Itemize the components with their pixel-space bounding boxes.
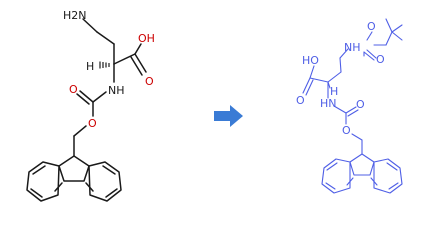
stereo-h-label: H bbox=[86, 60, 94, 73]
acid-carbonyl-o-label: O bbox=[145, 75, 154, 88]
carbamate-o-label: O bbox=[356, 98, 365, 111]
acid-o-label: O bbox=[296, 94, 305, 107]
hydroxyl-label: HO bbox=[302, 54, 319, 67]
carbamate-nh-label: NH bbox=[108, 84, 125, 97]
boc-ester-o-label: O bbox=[376, 53, 385, 66]
hydroxyl-label: OH bbox=[138, 32, 155, 45]
ester-o-label: O bbox=[88, 117, 97, 130]
amine-label: H2N bbox=[63, 9, 87, 22]
right-arrow-icon bbox=[214, 105, 243, 127]
boc-carbonyl-o-label: O bbox=[367, 20, 376, 33]
ester-o-label: O bbox=[342, 124, 351, 137]
stereo-h-label: H bbox=[330, 85, 338, 98]
reactant-structure: H2N OH H NH O O O bbox=[26, 9, 155, 202]
reaction-scheme: H2N OH H NH O O O bbox=[26, 9, 403, 202]
carbamate-hn-label: HN bbox=[320, 97, 337, 110]
product-structure: NH O O HO O H HN O O bbox=[296, 18, 403, 194]
carbamate-carbonyl-o-label: O bbox=[69, 83, 78, 96]
boc-nh-label: NH bbox=[344, 41, 361, 54]
